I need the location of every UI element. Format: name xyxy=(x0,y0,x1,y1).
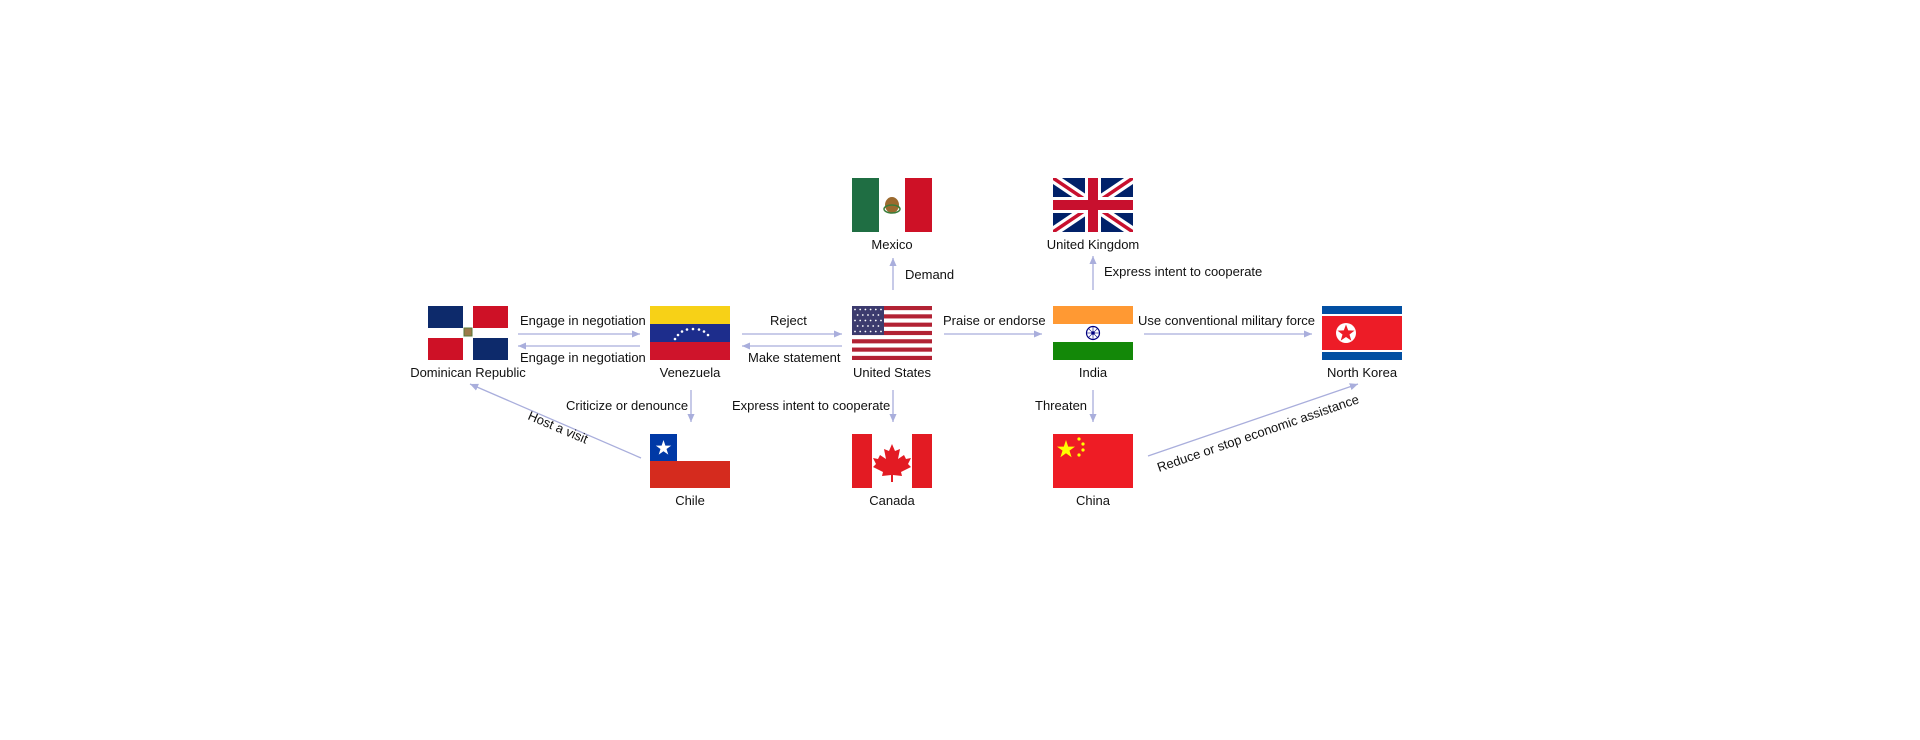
label-us-to-mex: Demand xyxy=(905,267,954,282)
node-canada: Canada xyxy=(852,434,932,508)
country-name: Chile xyxy=(675,493,705,508)
venezuela-flag xyxy=(650,306,730,360)
label-ven-to-us: Reject xyxy=(770,313,807,328)
country-name: India xyxy=(1079,365,1108,380)
label-ven-to-chl: Criticize or denounce xyxy=(566,398,688,413)
country-name: Venezuela xyxy=(660,365,721,380)
node-dominican-republic: Dominican Republic xyxy=(410,306,526,380)
country-name: North Korea xyxy=(1327,365,1398,380)
node-india: India xyxy=(1053,306,1133,380)
chile-flag xyxy=(650,434,730,488)
label-chn-to-nk: Reduce or stop economic assistance xyxy=(1155,391,1361,474)
label-dr-to-ven: Engage in negotiation xyxy=(520,313,646,328)
edges xyxy=(469,256,1359,459)
node-united-states: United States xyxy=(852,306,932,380)
node-mexico: Mexico xyxy=(852,178,932,252)
node-chile: Chile xyxy=(650,434,730,508)
country-name: Canada xyxy=(869,493,915,508)
country-name: Dominican Republic xyxy=(410,365,526,380)
edge-labels: Engage in negotiation Engage in negotiat… xyxy=(520,264,1361,475)
united-kingdom-flag xyxy=(1053,178,1133,232)
node-north-korea: North Korea xyxy=(1322,306,1402,380)
edge-chn-to-nk xyxy=(1147,383,1359,457)
label-us-to-can: Express intent to cooperate xyxy=(732,398,890,413)
country-name: China xyxy=(1076,493,1111,508)
country-name: United States xyxy=(853,365,932,380)
label-ind-to-nk: Use conventional military force xyxy=(1138,313,1315,328)
united-states-flag xyxy=(852,306,932,360)
label-chl-to-dr: Host a visit xyxy=(526,408,591,447)
label-ind-to-chn: Threaten xyxy=(1035,398,1087,413)
china-flag xyxy=(1053,434,1133,488)
node-china: China xyxy=(1053,434,1133,508)
canada-flag xyxy=(852,434,932,488)
label-us-to-ven: Make statement xyxy=(748,350,841,365)
node-venezuela: Venezuela xyxy=(650,306,730,380)
label-ven-to-dr: Engage in negotiation xyxy=(520,350,646,365)
country-name: Mexico xyxy=(871,237,912,252)
india-flag xyxy=(1053,306,1133,360)
mexico-flag xyxy=(852,178,932,232)
node-united-kingdom: United Kingdom xyxy=(1047,178,1140,252)
dominican-republic-flag xyxy=(428,306,508,360)
edge-chl-to-dr xyxy=(469,383,642,459)
label-us-to-ind: Praise or endorse xyxy=(943,313,1046,328)
country-name: United Kingdom xyxy=(1047,237,1140,252)
label-ind-to-uk: Express intent to cooperate xyxy=(1104,264,1262,279)
north-korea-flag xyxy=(1322,306,1402,360)
